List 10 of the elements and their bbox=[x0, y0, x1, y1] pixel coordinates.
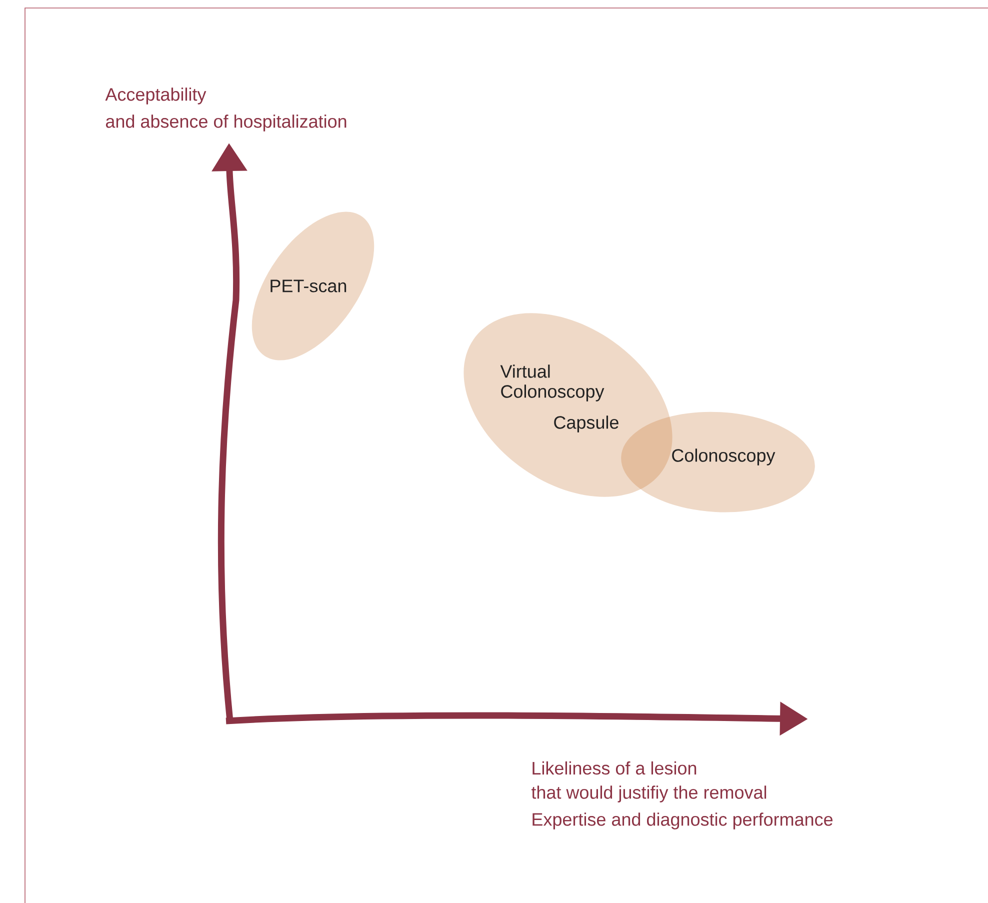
axis-label: Acceptability bbox=[105, 88, 206, 104]
ellipse-label: Colonoscopy bbox=[672, 448, 776, 466]
axis-label: and absence of hospitalization bbox=[106, 114, 346, 132]
ellipse-label: PET-scan bbox=[270, 280, 346, 292]
axis-label: that would justifiy the removal bbox=[531, 786, 766, 802]
ellipse-label: Virtual Colonoscopy bbox=[500, 364, 604, 402]
ellipse-label: Capsule bbox=[554, 416, 618, 432]
axis-label: Expertise and diagnostic performance bbox=[532, 812, 833, 830]
ellipse bbox=[621, 412, 815, 512]
axis-label: Likeliness of a lesion bbox=[532, 761, 696, 775]
